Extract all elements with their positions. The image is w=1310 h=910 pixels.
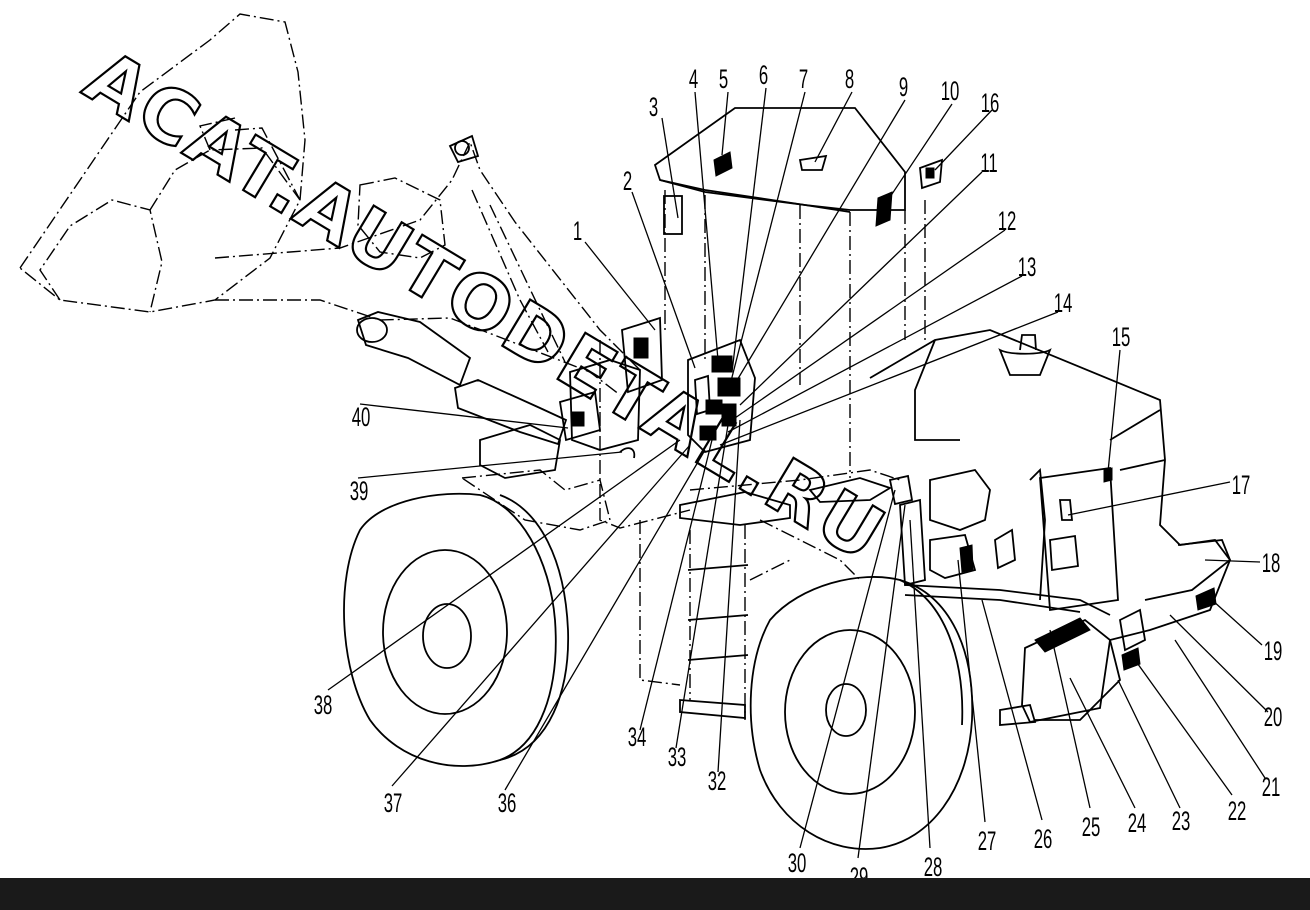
callout-11: 11 — [980, 148, 997, 178]
callout-5: 5 — [719, 64, 728, 94]
callout-19: 19 — [1264, 636, 1283, 666]
bucket — [19, 13, 306, 313]
callout-2: 2 — [623, 166, 632, 196]
rear-tire — [749, 576, 974, 850]
callout-33: 33 — [668, 742, 687, 772]
boom — [214, 134, 641, 396]
callout-3: 3 — [649, 92, 658, 122]
callout-40: 40 — [352, 402, 371, 432]
callout-30: 30 — [788, 848, 807, 878]
callout-25: 25 — [1082, 812, 1101, 842]
bottom-bar — [0, 878, 1310, 910]
callout-22: 22 — [1228, 796, 1247, 826]
callout-4: 4 — [689, 64, 698, 94]
battery-box — [999, 617, 1111, 726]
engine-components — [888, 468, 1111, 616]
callout-28: 28 — [924, 852, 943, 882]
callout-7: 7 — [799, 64, 808, 94]
callout-15: 15 — [1112, 322, 1131, 352]
callout-8: 8 — [845, 64, 854, 94]
callout-27: 27 — [978, 826, 997, 856]
center-frame — [639, 469, 901, 720]
callout-numbers: 1 2 3 4 5 6 7 8 9 10 16 11 12 13 14 15 1… — [314, 60, 1283, 892]
callout-26: 26 — [1034, 824, 1053, 854]
callout-1: 1 — [573, 216, 582, 246]
lift-cylinder — [356, 311, 568, 446]
callout-6: 6 — [759, 60, 768, 90]
cab — [653, 107, 944, 478]
callout-36: 36 — [498, 788, 517, 818]
callout-14: 14 — [1054, 288, 1073, 318]
callout-23: 23 — [1172, 806, 1191, 836]
callout-38: 38 — [314, 690, 333, 720]
callout-13: 13 — [1018, 252, 1037, 282]
callout-32: 32 — [708, 766, 727, 796]
front-tire — [343, 492, 569, 767]
callout-17: 17 — [1232, 470, 1251, 500]
callout-20: 20 — [1264, 702, 1283, 732]
callout-18: 18 — [1262, 548, 1281, 578]
callout-12: 12 — [998, 206, 1017, 236]
dashboard-console — [687, 338, 756, 454]
callout-34: 34 — [628, 722, 647, 752]
front-frame — [459, 316, 691, 531]
rear-body — [869, 329, 1232, 721]
callout-24: 24 — [1128, 808, 1147, 838]
callout-39: 39 — [350, 476, 369, 506]
callout-21: 21 — [1262, 772, 1281, 802]
callout-10: 10 — [941, 76, 960, 106]
callout-9: 9 — [899, 72, 908, 102]
callout-37: 37 — [384, 788, 403, 818]
leader-lines — [327, 87, 1269, 859]
callout-16: 16 — [981, 88, 1000, 118]
